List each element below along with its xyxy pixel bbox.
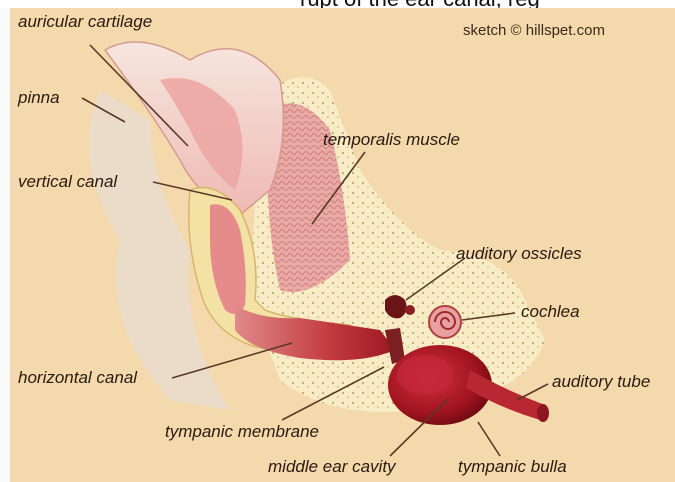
credit-text: sketch © hillspet.com (463, 22, 605, 39)
label-tympanic-membrane: tympanic membrane (165, 422, 319, 442)
label-cochlea: cochlea (521, 302, 580, 322)
label-auditory-tube: auditory tube (552, 372, 650, 392)
label-auditory-ossicles: auditory ossicles (456, 244, 582, 264)
label-vertical-canal: vertical canal (18, 172, 117, 192)
label-middle-ear-cavity: middle ear cavity (268, 457, 396, 477)
cochlea-shape (429, 306, 461, 338)
label-auricular-cartilage: auricular cartilage (18, 12, 152, 32)
label-horizontal-canal: horizontal canal (18, 368, 137, 388)
label-tympanic-bulla: tympanic bulla (458, 457, 567, 477)
label-temporalis-muscle: temporalis muscle (323, 130, 460, 150)
middle-ear-cavity-shape (397, 355, 453, 395)
label-pinna: pinna (18, 88, 60, 108)
